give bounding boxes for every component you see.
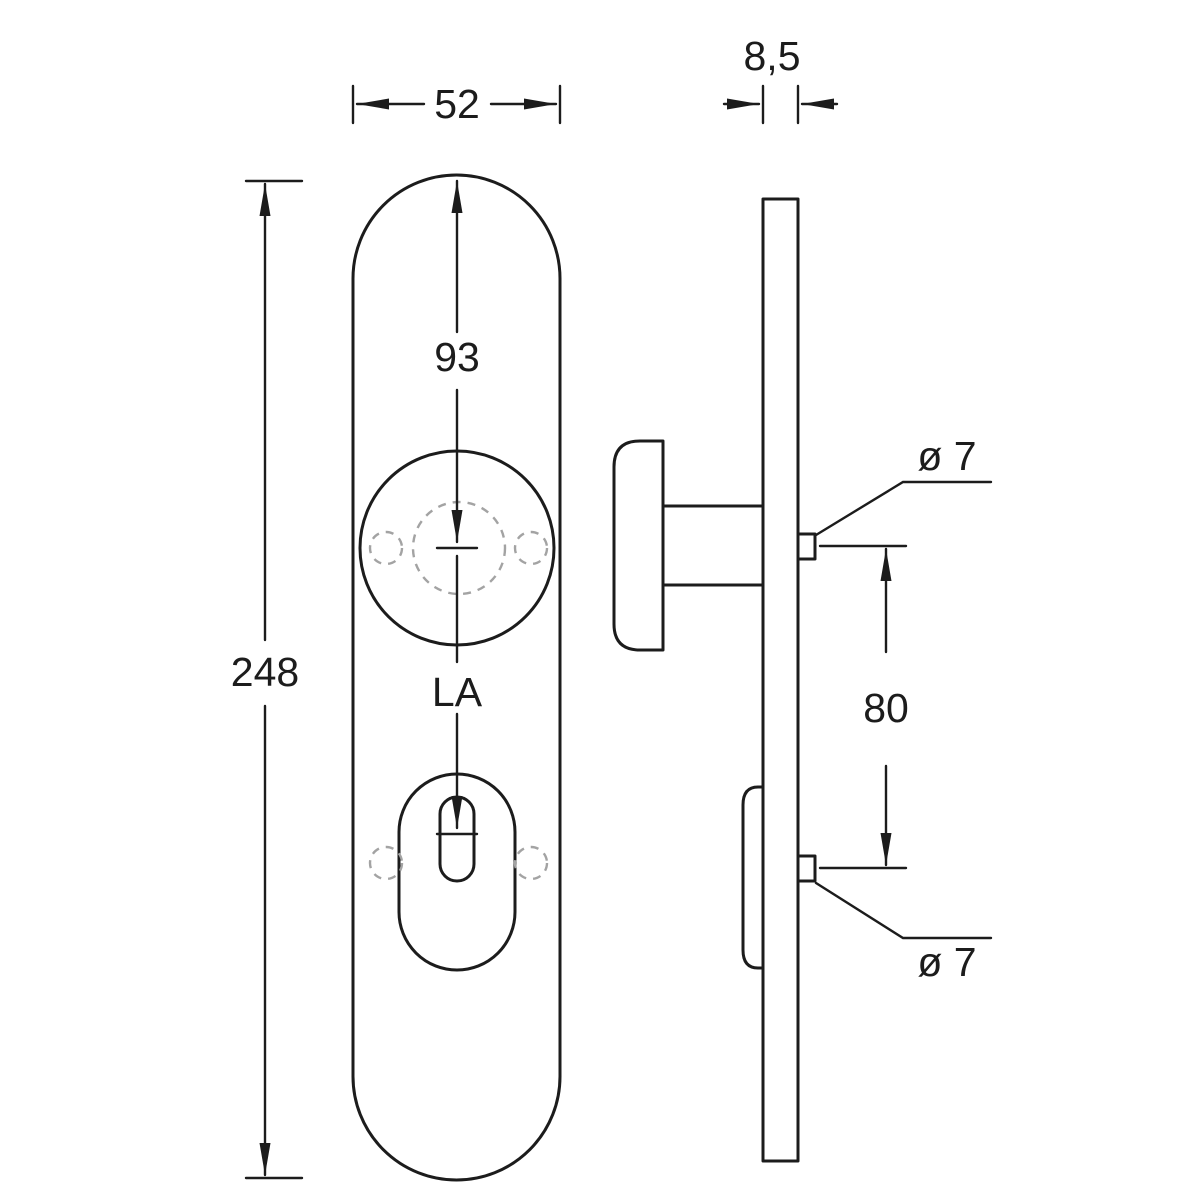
dimension-width-52: 52 bbox=[351, 81, 562, 127]
leader-line bbox=[814, 480, 993, 537]
cylinder-side-profile bbox=[741, 785, 765, 970]
handle-axis-annotation: LA bbox=[432, 554, 483, 830]
dimension-knob-offset-93: 93 bbox=[434, 179, 480, 544]
plate-side-outline bbox=[761, 197, 800, 1163]
width-dimension-label: 52 bbox=[434, 81, 480, 127]
knob-axis-dashed-circle bbox=[411, 500, 507, 596]
leader-screw-diameter-bottom: ø 7 bbox=[814, 881, 993, 985]
screw-hole-dashed-bottom-left bbox=[368, 845, 404, 881]
thickness-dimension-label: 8,5 bbox=[744, 33, 801, 79]
knob-neck-side bbox=[661, 504, 765, 587]
fixing-screw-bottom bbox=[796, 854, 817, 883]
fixing-screw-top bbox=[796, 532, 817, 561]
screw-hole-dashed-top-right bbox=[513, 530, 549, 566]
height-dimension-label: 248 bbox=[231, 649, 299, 695]
knob-offset-dimension-label: 93 bbox=[434, 334, 480, 380]
screw-hole-dashed-top-left bbox=[368, 530, 404, 566]
dimension-screw-spacing-80: 80 bbox=[818, 544, 909, 870]
side-view: 8,5 80 ø 7 ø 7 bbox=[612, 33, 993, 1163]
screw-hole-dashed-bottom-right bbox=[513, 845, 549, 881]
dimension-height-248: 248 bbox=[231, 179, 304, 1180]
screw-spacing-dimension-label: 80 bbox=[863, 685, 909, 731]
knob-head-side bbox=[612, 439, 665, 652]
leader-screw-diameter-top: ø 7 bbox=[814, 433, 993, 537]
screw-diameter-bottom-label: ø 7 bbox=[917, 939, 976, 985]
dimension-thickness-8-5: 8,5 bbox=[722, 33, 839, 125]
front-view: 52 248 93 LA bbox=[231, 81, 562, 1182]
screw-diameter-top-label: ø 7 bbox=[917, 433, 976, 479]
leader-line bbox=[814, 881, 993, 940]
handle-axis-label: LA bbox=[432, 669, 483, 715]
